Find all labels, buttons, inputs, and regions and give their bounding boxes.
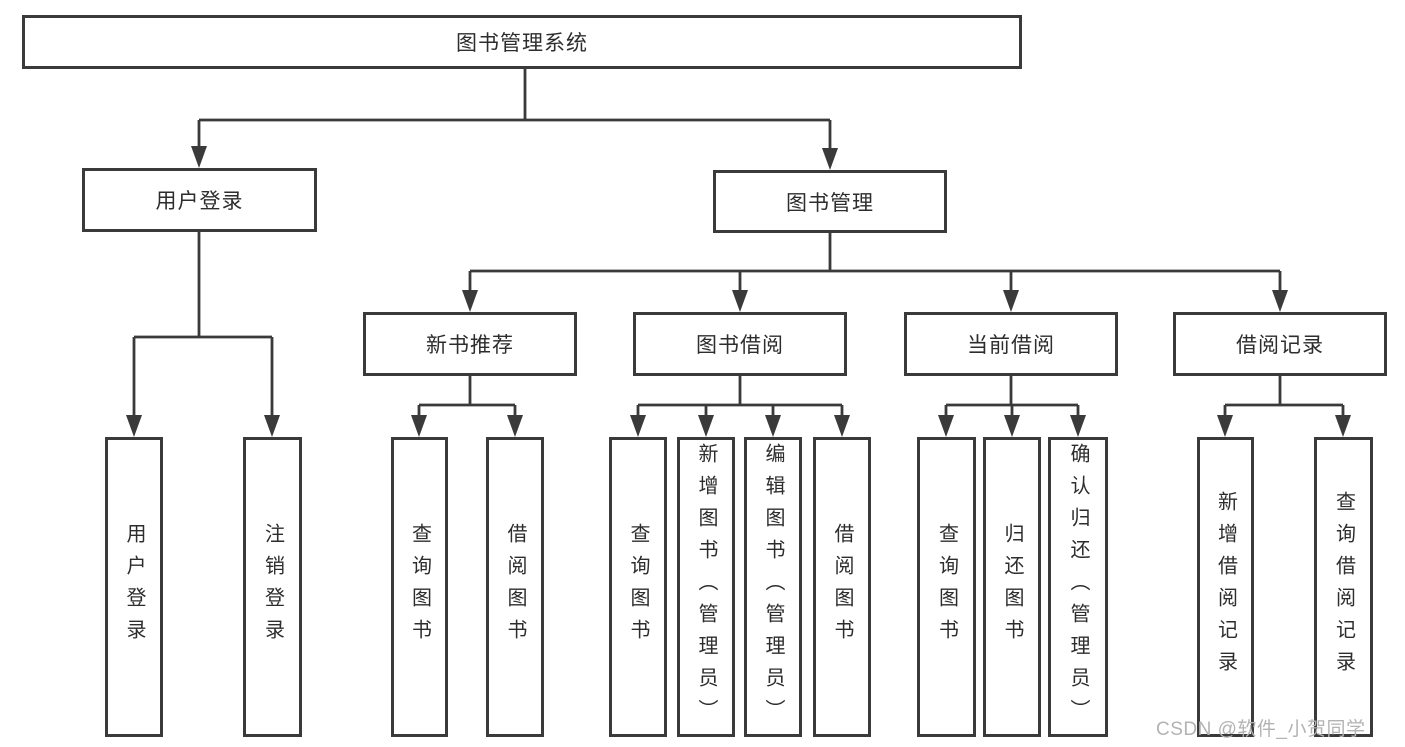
node-book-borrow: 图书借阅: [633, 312, 847, 376]
node-label: 查询图书: [627, 523, 649, 651]
node-user-login: 用户登录: [82, 168, 317, 232]
node-label: 查询图书: [935, 523, 958, 651]
node-label: 用户登录: [155, 190, 244, 213]
leaf-query-books-recommend: 查询图书: [391, 437, 448, 737]
node-label: 注销登录: [261, 523, 284, 651]
node-label: 新增图书（管理员）: [695, 443, 717, 731]
leaf-user-login: 用户登录: [105, 437, 163, 737]
connector-book-borrow-to-leaves: [636, 376, 844, 417]
leaf-query-borrow-record: 查询借阅记录: [1314, 437, 1373, 737]
node-label: 借阅图书: [504, 523, 526, 651]
leaf-query-books-borrow: 查询图书: [609, 437, 667, 737]
arrowhead: [191, 146, 207, 168]
arrowhead: [507, 415, 523, 437]
node-label: 查询借阅记录: [1332, 491, 1355, 683]
node-library-management-system: 图书管理系统: [22, 15, 1022, 69]
node-label: 编辑图书（管理员）: [762, 443, 784, 731]
arrowhead: [1335, 415, 1351, 437]
node-label: 图书借阅: [696, 334, 784, 357]
arrowhead: [732, 290, 748, 312]
node-label: 图书管理: [786, 191, 874, 215]
arrowhead: [1070, 415, 1086, 437]
arrowhead: [1004, 415, 1020, 437]
arrowhead: [630, 415, 646, 437]
arrowhead: [462, 290, 478, 312]
node-label: 用户登录: [123, 523, 145, 651]
node-current-borrow: 当前借阅: [904, 312, 1118, 376]
connector-new-book-recommend-to-leaves: [417, 376, 517, 417]
leaf-borrow-books: 借阅图书: [813, 437, 871, 737]
leaf-borrow-books-recommend: 借阅图书: [486, 437, 544, 737]
arrowhead: [822, 148, 838, 170]
node-borrow-records: 借阅记录: [1173, 312, 1387, 376]
leaf-confirm-return-admin: 确认归还（管理员）: [1048, 437, 1108, 737]
leaf-edit-book-admin: 编辑图书（管理员）: [744, 437, 802, 737]
node-label: 当前借阅: [967, 334, 1055, 357]
node-label: 借阅记录: [1236, 334, 1324, 357]
arrowhead: [264, 415, 280, 437]
arrowhead: [765, 415, 781, 437]
connector-root-to-level2: [197, 69, 832, 150]
node-label: 新增借阅记录: [1214, 491, 1237, 683]
node-label: 归还图书: [1001, 523, 1023, 651]
arrowhead: [1272, 290, 1288, 312]
node-label: 借阅图书: [831, 523, 853, 651]
connector-user-login-to-leaves: [132, 232, 274, 417]
arrowhead: [1217, 415, 1233, 437]
arrowheads: [126, 146, 1351, 437]
leaf-return-book: 归还图书: [983, 437, 1041, 737]
node-label: 确认归还（管理员）: [1067, 443, 1089, 731]
arrowhead: [411, 415, 427, 437]
connector-borrow-records-to-leaves: [1223, 376, 1345, 417]
node-new-book-recommend: 新书推荐: [363, 312, 577, 376]
arrowhead: [834, 415, 850, 437]
node-label: 查询图书: [408, 523, 431, 651]
arrowhead: [1003, 290, 1019, 312]
arrowhead: [938, 415, 954, 437]
arrowhead: [698, 415, 714, 437]
leaf-add-borrow-record: 新增借阅记录: [1197, 437, 1254, 737]
node-label: 新书推荐: [426, 334, 514, 357]
node-book-management: 图书管理: [713, 170, 947, 233]
leaf-add-book-admin: 新增图书（管理员）: [677, 437, 735, 737]
arrowhead: [126, 415, 142, 437]
node-label: 图书管理系统: [456, 32, 588, 55]
leaf-logout: 注销登录: [243, 437, 302, 737]
connector-current-borrow-to-leaves: [944, 376, 1080, 417]
leaf-query-books-current: 查询图书: [917, 437, 976, 737]
csdn-watermark: CSDN @软件_小贺同学: [1156, 719, 1366, 740]
connector-book-management-to-level3: [468, 233, 1282, 292]
